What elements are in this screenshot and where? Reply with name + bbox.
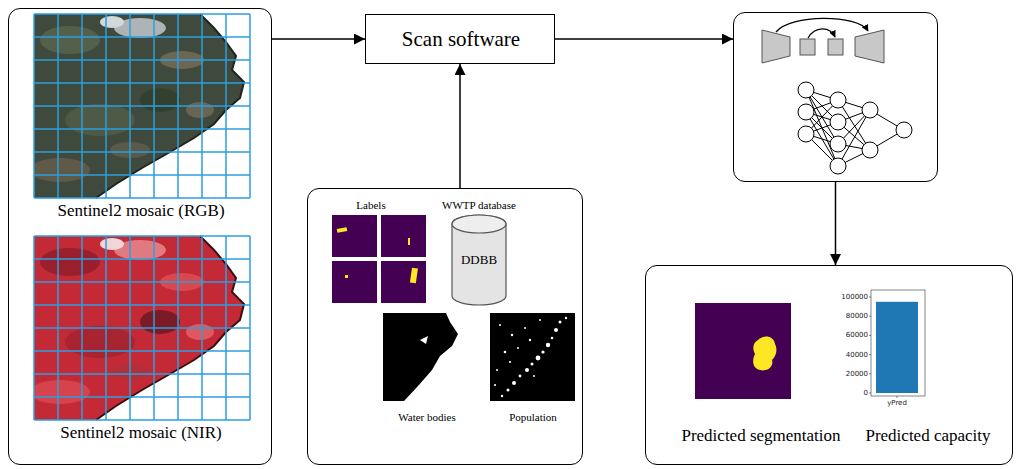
panel-label: WWTP database [442, 199, 516, 212]
water-bodies-map [383, 313, 468, 401]
flow-arrow [835, 182, 837, 265]
axis-tick-label: 100000 [841, 293, 868, 301]
panel-label: Predicted segmentation [681, 426, 840, 446]
axis-category-label: yPred [887, 399, 907, 407]
flow-arrow [272, 38, 365, 40]
cylinder-top [452, 215, 506, 233]
panel-label: Population [509, 411, 557, 424]
input-panel: Sentinel2 mosaic (RGB) Sentinel2 mosaic (… [8, 8, 272, 465]
axis-tick-label: 40000 [846, 351, 868, 359]
flow-arrow [555, 38, 733, 40]
axis-tick-label: 80000 [846, 312, 868, 320]
panel-label: DDBB [461, 252, 497, 268]
nir-mosaic [30, 236, 250, 420]
flow-arrow [459, 64, 461, 188]
panel-label: Labels [356, 199, 385, 212]
panel-label: Sentinel2 mosaic (RGB) [57, 201, 224, 221]
process-box: Scan software [365, 14, 555, 64]
capacity-bar-chart [869, 290, 925, 398]
panel-label: Scan software [402, 27, 520, 52]
axis-tick-label: 20000 [846, 370, 868, 378]
rgb-mosaic [30, 14, 250, 198]
population-map [490, 313, 575, 401]
panel-label: Predicted capacity [865, 426, 990, 446]
neural-network-symbol [798, 82, 912, 174]
output-panel: Predicted segmentation Predicted capacity [645, 265, 1013, 465]
segmentation-image [695, 303, 791, 399]
data-panel: Labels WWTP databaseWater bodies Populatio… [307, 188, 583, 465]
panel-label: Sentinel2 mosaic (NIR) [60, 423, 221, 443]
cylinder-body [452, 215, 506, 305]
label-tiles [332, 215, 426, 303]
panel-label: Water bodies [398, 411, 455, 424]
axis-tick-label: 60000 [846, 331, 868, 339]
database-cylinder: DDBB [451, 215, 507, 305]
axis-tick-label: 0 [864, 389, 868, 397]
model-panel [733, 12, 938, 182]
unet-symbol [762, 18, 884, 63]
